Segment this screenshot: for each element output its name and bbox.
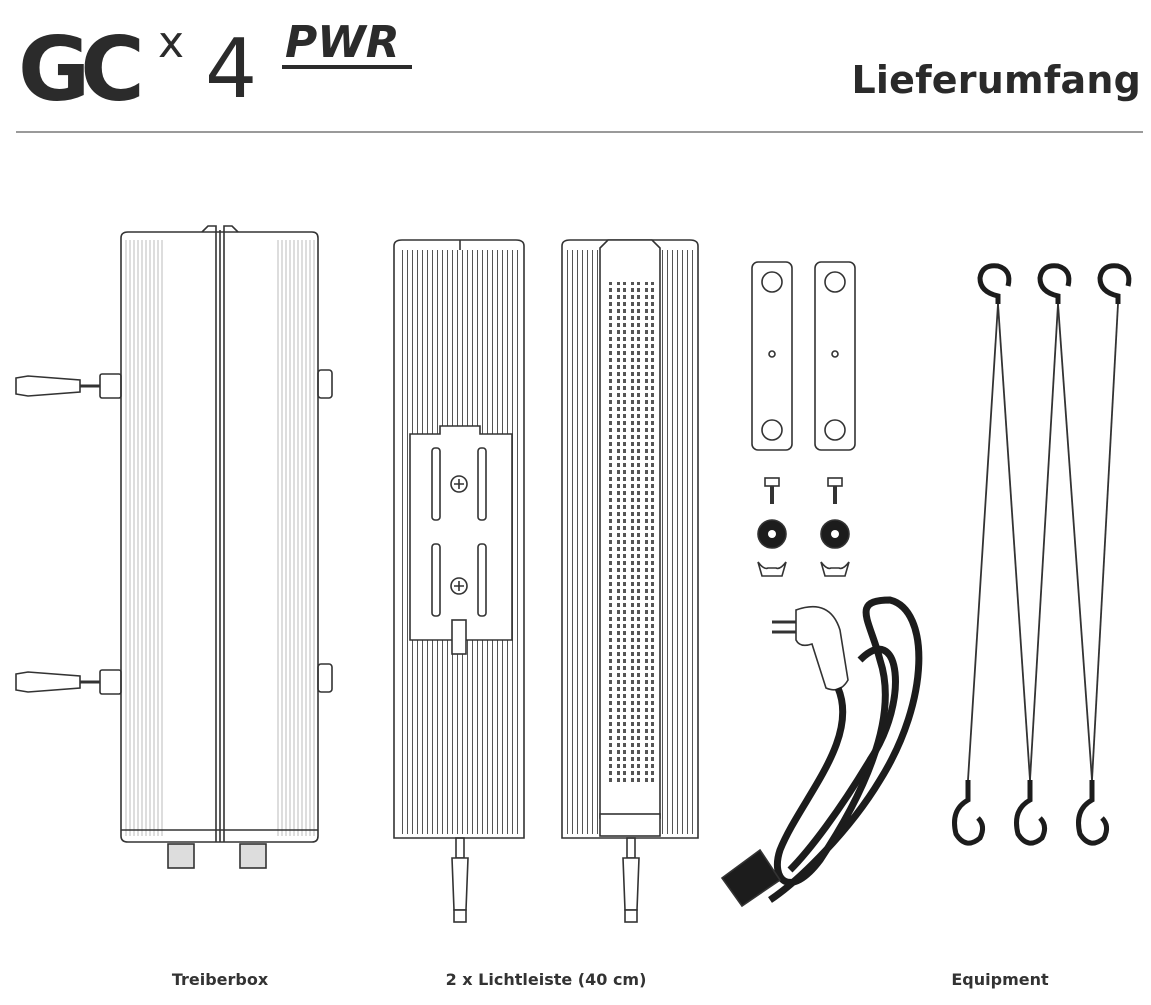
brand-model: PWR	[285, 17, 400, 68]
brand-multiplier: x	[158, 17, 184, 68]
caption-equipment: Equipment	[951, 970, 1049, 989]
page-title: Lieferumfang	[851, 58, 1141, 102]
light-bar-back	[393, 239, 525, 923]
power-cord	[720, 596, 923, 908]
light-bar-front	[561, 239, 699, 923]
mounting-plates	[751, 261, 856, 451]
brand-logo: GC x 4 PWR	[18, 17, 412, 115]
driver-box	[15, 225, 333, 869]
brand-count: 4	[205, 22, 257, 115]
screws-and-nuts	[757, 477, 850, 577]
caption-light-bars: 2 x Lichtleiste (40 cm)	[445, 970, 647, 989]
header-divider	[16, 131, 1143, 133]
brand-logo-text: GC	[18, 18, 139, 115]
caption-driver-box: Treiberbox	[171, 970, 269, 989]
brand-underline	[282, 65, 412, 69]
hanging-wires	[952, 263, 1132, 846]
